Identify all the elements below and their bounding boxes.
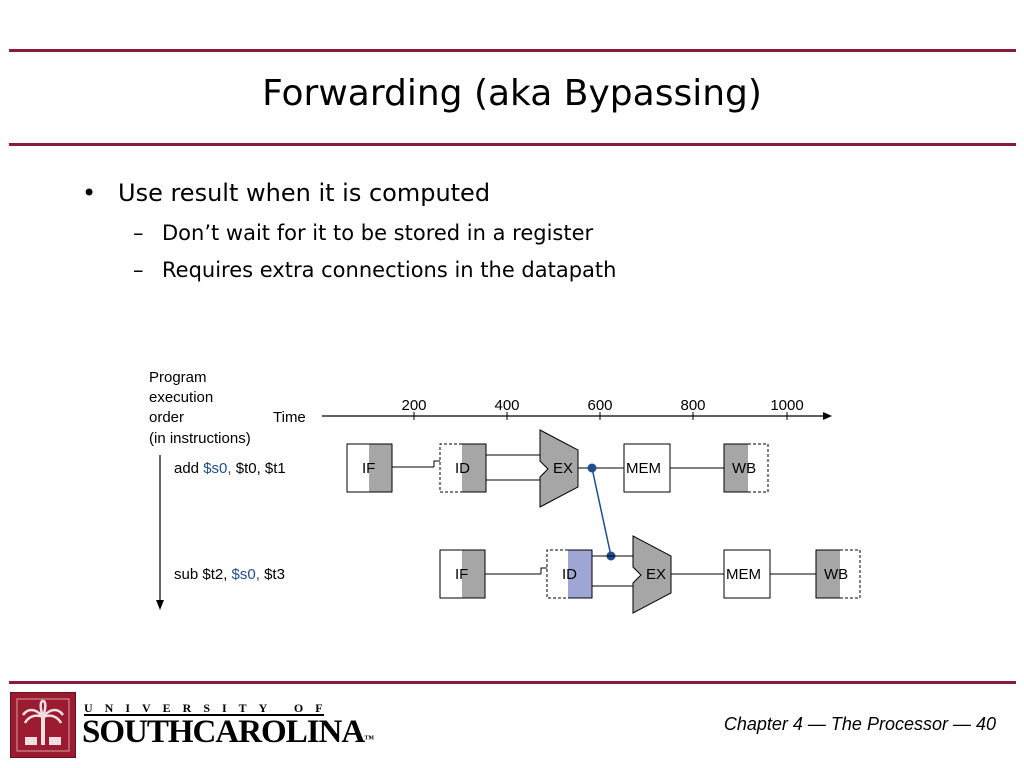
stage-mem: MEM (623, 443, 671, 493)
instr1-op: add (174, 460, 203, 477)
stage-id-box (462, 443, 487, 493)
slide-title: Forwarding (aka Bypassing) (262, 73, 762, 114)
logo-main-text: SOUTHCAROLINA (82, 714, 365, 750)
time-arrowhead (823, 412, 832, 420)
university-seal-logo (10, 692, 76, 758)
stage-id-highlight (568, 550, 592, 598)
stage-mem: MEM (723, 549, 771, 599)
stage-if: IF (439, 549, 486, 599)
stage-wb-shade (724, 444, 748, 492)
title-rule (9, 143, 1016, 146)
logo-trademark: ™ (364, 734, 374, 745)
stage-if-box (346, 443, 393, 493)
stage-mem-label: MEM (726, 566, 761, 583)
instr2-op: sub $t2, (174, 566, 232, 583)
stage-if-label: IF (455, 566, 468, 583)
instruction-2-label: sub $t2, $s0, $t3 (174, 566, 285, 583)
stage-wb-label: WB (732, 460, 756, 477)
instr2-src-reg: $s0, (232, 566, 260, 583)
logo-rule (84, 714, 324, 716)
alu-shape (539, 429, 579, 508)
stage-if-box (439, 549, 486, 599)
pipeline-row-1: IF ID EX MEM WB (346, 429, 769, 508)
connector (433, 460, 440, 467)
stage-id-label: ID (562, 566, 577, 583)
sub-bullet-marker: – (133, 221, 144, 245)
stage-wb-box (723, 443, 748, 493)
footer-rule (9, 681, 1016, 684)
time-tick-label: 1000 (770, 397, 803, 414)
instr1-rest: $t0, $t1 (232, 460, 286, 477)
order-arrowhead (156, 600, 164, 610)
stage-wb-box (815, 549, 840, 599)
pipeline-row-2: IF ID EX MEM WB (439, 535, 861, 614)
stage-wb: WB (815, 549, 861, 599)
palmetto-icon (16, 698, 70, 752)
stage-if: IF (346, 443, 393, 493)
stage-id: ID (439, 443, 487, 493)
stage-id-shade (462, 444, 486, 492)
alu-shape (632, 535, 672, 614)
order-label-line: execution (149, 389, 213, 406)
time-tick-label: 400 (494, 397, 519, 414)
order-label-line: order (149, 409, 184, 426)
instr1-dest-reg: $s0, (203, 460, 231, 477)
stage-wb-dashed (748, 443, 769, 493)
bullet-text: Use result when it is computed (118, 179, 491, 207)
bullet-marker: • (82, 179, 97, 207)
logo-south-carolina: SOUTHCAROLINA™ (82, 714, 374, 751)
stage-wb-dashed (840, 549, 861, 599)
stage-id-dashed (546, 549, 568, 599)
time-tick-label: 800 (680, 397, 705, 414)
stage-if-label: IF (362, 460, 375, 477)
forwarding-source-dot (587, 463, 597, 473)
stage-wb-label: WB (824, 566, 848, 583)
stage-ex-label: EX (646, 566, 666, 583)
time-tick-label: 200 (401, 397, 426, 414)
forwarding-line (591, 467, 612, 557)
stage-id: ID (546, 549, 593, 599)
stage-mem-box (623, 443, 671, 493)
stage-mem-label: MEM (626, 460, 661, 477)
stage-ex-label: EX (553, 460, 573, 477)
time-label: Time (273, 409, 306, 426)
stage-wb-shade (816, 550, 840, 598)
stage-id-box (568, 549, 593, 599)
stage-mem-box (723, 549, 771, 599)
sub-bullet-marker: – (133, 258, 144, 282)
instr2-rest: $t3 (260, 566, 285, 583)
order-label-line: (in instructions) (149, 430, 251, 447)
stage-ex: EX (539, 429, 579, 508)
stage-if-shade (462, 550, 485, 598)
stage-id-label: ID (455, 460, 470, 477)
sub-bullet-text: Don’t wait for it to be stored in a regi… (162, 221, 594, 245)
top-rule (9, 49, 1016, 52)
stage-if-shade (369, 444, 392, 492)
forwarding-path (587, 463, 616, 561)
logo-university-of: UNIVERSITY OF (84, 701, 335, 715)
instruction-1-label: add $s0, $t0, $t1 (174, 460, 286, 477)
sub-bullet-text: Requires extra connections in the datapa… (162, 258, 617, 282)
connector (540, 567, 547, 574)
stage-wb: WB (723, 443, 769, 493)
time-tick-label: 600 (587, 397, 612, 414)
order-label-line: Program (149, 369, 207, 386)
footer-chapter-label: Chapter 4 — The Processor — 40 (723, 714, 996, 734)
stage-ex: EX (632, 535, 672, 614)
stage-id-dashed (439, 443, 462, 493)
time-ticks (413, 412, 788, 420)
